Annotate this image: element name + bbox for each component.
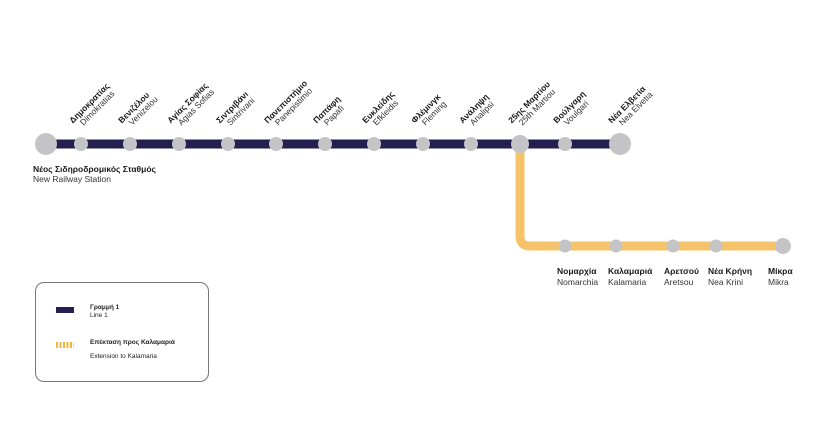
- station-marker[interactable]: [666, 239, 680, 253]
- terminus-start-label: Νέος Σιδηροδρομικός Σταθμός New Railway …: [33, 164, 157, 184]
- station-marker[interactable]: [74, 137, 88, 151]
- station-name-greek: Αρετσού: [664, 266, 699, 276]
- station-marker-terminus[interactable]: [35, 133, 57, 155]
- station-name-english: Aretsou: [664, 277, 694, 287]
- station-name-english: Nea Krini: [708, 277, 743, 287]
- station-name-greek: Νομαρχία: [557, 266, 597, 276]
- station-name-greek: Μίκρα: [768, 266, 793, 276]
- station-marker[interactable]: [709, 239, 723, 253]
- legend-label-greek: Επέκταση προς Καλαμαριά: [90, 339, 175, 346]
- station-marker[interactable]: [558, 137, 572, 151]
- station-name-greek: Νέα Κρήνη: [708, 266, 752, 276]
- legend-label-greek: Γραμμή 1: [90, 304, 120, 311]
- station-marker[interactable]: [609, 239, 623, 253]
- line1-swatch: [56, 307, 74, 313]
- station-marker[interactable]: [609, 133, 631, 155]
- legend-label-english: Line 1: [90, 312, 108, 319]
- station-marker[interactable]: [558, 239, 572, 253]
- station-marker[interactable]: [367, 137, 381, 151]
- station-name-english: Mikra: [768, 277, 789, 287]
- station-name-greek: Νέος Σιδηροδρομικός Σταθμός: [33, 164, 157, 174]
- station-name-english: Nomarchia: [557, 277, 598, 287]
- station-marker[interactable]: [221, 137, 235, 151]
- station-marker[interactable]: [123, 137, 137, 151]
- extension-track: [515, 150, 783, 251]
- station-marker[interactable]: [511, 135, 529, 153]
- station-marker[interactable]: [775, 238, 791, 254]
- station-marker[interactable]: [318, 137, 332, 151]
- legend-label-english: Extension to Kalamaria: [90, 353, 157, 360]
- station-marker[interactable]: [416, 137, 430, 151]
- station-marker[interactable]: [269, 137, 283, 151]
- station-marker[interactable]: [172, 137, 186, 151]
- extension-swatch: [56, 342, 74, 348]
- station-name-greek: Καλαμαριά: [608, 266, 653, 276]
- station-name-english: Kalamaria: [608, 277, 647, 287]
- station-marker[interactable]: [464, 137, 478, 151]
- station-name-english: New Railway Station: [33, 174, 111, 184]
